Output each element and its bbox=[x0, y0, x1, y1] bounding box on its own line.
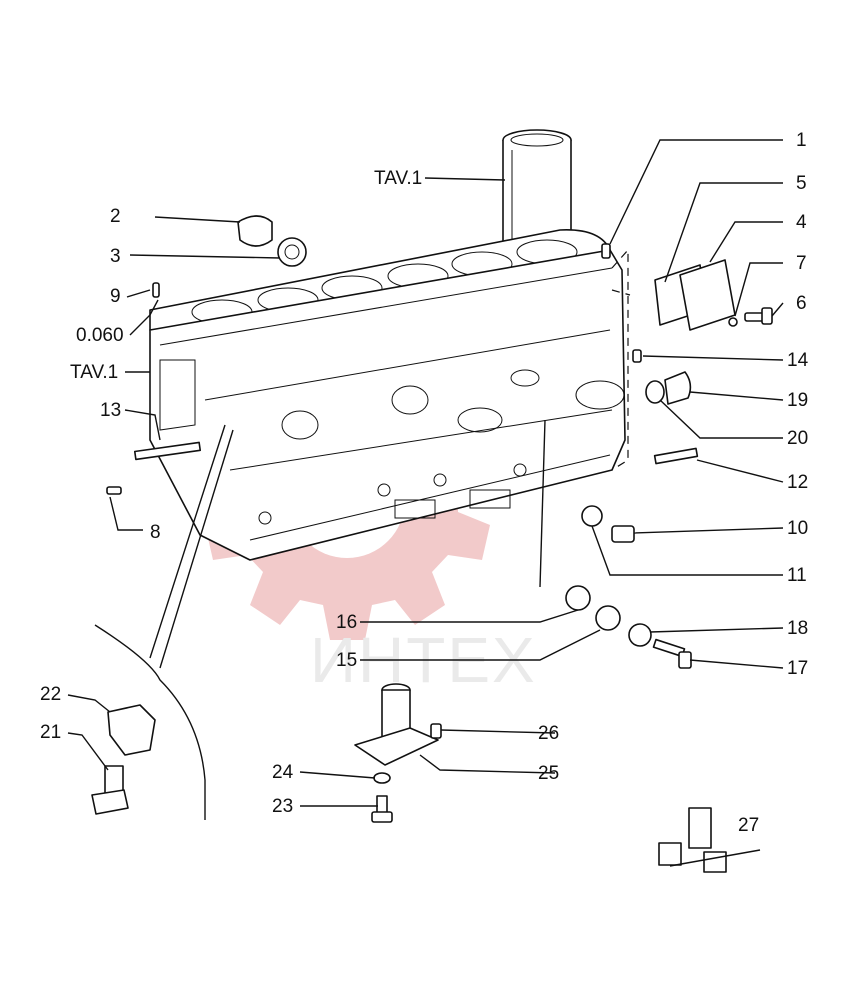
callout-18: 18 bbox=[787, 618, 808, 639]
callout-4: 4 bbox=[796, 212, 807, 233]
callout-oversize: 0.060 bbox=[76, 325, 124, 346]
plug-2 bbox=[237, 215, 273, 247]
callout-labels: TAV.1 2 3 9 0.060 TAV.1 13 8 1 5 4 7 6 1… bbox=[40, 130, 809, 836]
plug-14 bbox=[632, 349, 642, 363]
washer-18 bbox=[628, 623, 652, 647]
plug-10 bbox=[611, 525, 635, 543]
callout-6: 6 bbox=[796, 293, 807, 314]
washer-11 bbox=[581, 505, 603, 527]
callout-10: 10 bbox=[787, 518, 808, 539]
callout-7: 7 bbox=[796, 253, 807, 274]
stud-13 bbox=[133, 441, 202, 461]
bolt-21 bbox=[91, 765, 129, 815]
screw-6 bbox=[744, 307, 773, 325]
callout-24: 24 bbox=[272, 762, 294, 783]
washer-7 bbox=[728, 317, 738, 327]
callout-11: 11 bbox=[787, 565, 807, 586]
washer-24 bbox=[373, 772, 391, 784]
plug-19 bbox=[664, 371, 692, 405]
callout-16: 16 bbox=[336, 612, 357, 633]
callout-27: 27 bbox=[738, 815, 759, 836]
seal-16 bbox=[565, 585, 591, 611]
seal-ring-3 bbox=[277, 237, 307, 267]
callout-23: 23 bbox=[272, 796, 293, 817]
seal-20 bbox=[645, 380, 665, 404]
stud-12 bbox=[653, 447, 699, 465]
callout-12: 12 bbox=[787, 472, 808, 493]
bolt-17 bbox=[652, 638, 692, 669]
dowel-1 bbox=[601, 243, 611, 259]
callout-9: 9 bbox=[110, 286, 121, 307]
callout-20: 20 bbox=[787, 428, 808, 449]
callout-19: 19 bbox=[787, 390, 808, 411]
callout-tav-top: TAV.1 bbox=[374, 168, 422, 189]
union-22 bbox=[107, 704, 156, 756]
callout-15: 15 bbox=[336, 650, 357, 671]
callout-13: 13 bbox=[100, 400, 121, 421]
callout-tav-left: TAV.1 bbox=[70, 362, 118, 383]
pin-9 bbox=[152, 282, 160, 298]
callout-5: 5 bbox=[796, 173, 807, 194]
callout-25: 25 bbox=[538, 763, 559, 784]
leader-lines bbox=[67, 139, 784, 820]
callout-3: 3 bbox=[110, 246, 121, 267]
pin-8 bbox=[106, 486, 122, 495]
bolt-23 bbox=[371, 795, 393, 823]
oil-jet-25 bbox=[354, 683, 439, 766]
callout-2: 2 bbox=[110, 206, 121, 227]
screw-26 bbox=[430, 723, 442, 739]
callout-8: 8 bbox=[150, 522, 161, 543]
callout-21: 21 bbox=[40, 722, 61, 743]
callout-22: 22 bbox=[40, 684, 61, 705]
callout-17: 17 bbox=[787, 658, 808, 679]
callout-1: 1 bbox=[796, 130, 807, 151]
seal-15 bbox=[595, 605, 621, 631]
callout-26: 26 bbox=[538, 723, 559, 744]
callout-14: 14 bbox=[787, 350, 809, 371]
tool-set-27 bbox=[658, 807, 761, 873]
